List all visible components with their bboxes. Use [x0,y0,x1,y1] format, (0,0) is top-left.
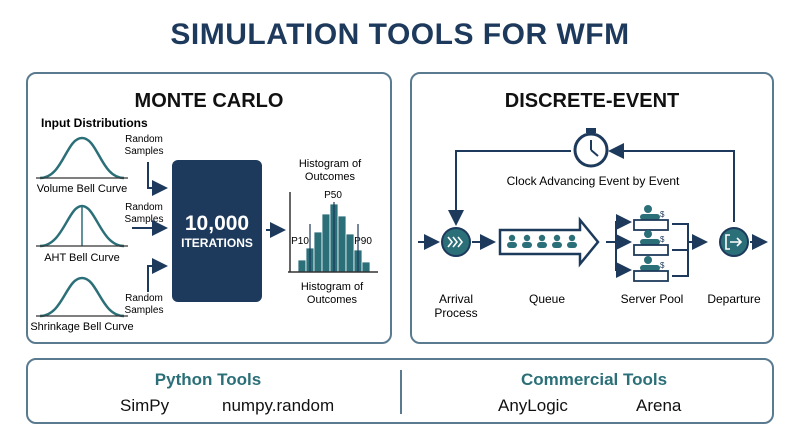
outcomes-label-line1: Histogram of [301,281,364,293]
server-2-icon: $ [633,230,669,256]
curve-label-shrinkage: Shrinkage Bell Curve [30,321,133,333]
page-title: SIMULATION TOOLS FOR WFM [170,18,630,51]
queue-arrow-shape [498,216,600,268]
stage-arrival-line2: Process [434,306,477,320]
arrow-server-2-to-departure [672,234,708,251]
arrow-shrinkage-to-iterations [147,258,168,292]
histogram-p10-label: P10 [291,236,309,247]
outcomes-label-line2: Outcomes [307,294,358,306]
monte-carlo-diagram: Input Distributions Volume Bell Curve AH… [30,116,378,333]
arrow-server-1-to-departure [672,223,689,242]
random-samples-label-1b: Samples [125,146,164,157]
shrinkage-bell-curve-icon [39,276,125,318]
python-tools-title: Python Tools [154,370,262,389]
monte-carlo-title: MONTE CARLO [134,90,284,112]
random-samples-label-2a: Random [125,202,163,213]
svg-text:$: $ [660,261,665,270]
random-samples-label-1a: Random [125,134,163,145]
svg-text:$: $ [660,210,665,219]
loop-arrow-to-clock [608,143,735,222]
histogram-p90-label: P90 [354,236,372,247]
server-3-icon: $ [633,256,669,282]
monte-carlo-panel: MONTE CARLO Input Distributions Volume B… [26,72,392,344]
iterations-count: 10,000 [185,212,249,235]
random-samples-label-2b: Samples [125,214,164,225]
input-distributions-label: Input Distributions [41,116,148,130]
server-desk-icons: $ $ $ [633,205,669,282]
tool-simpy: SimPy [120,396,170,415]
random-samples-label-3b: Samples [125,305,164,316]
arrow-queue-to-server-3 [615,242,632,278]
histogram-title-line1: Histogram of [299,158,362,170]
aht-bell-curve-icon [39,204,125,248]
loop-arrow-from-clock [448,150,571,226]
arrow-volume-to-iterations [147,162,168,196]
histogram-bar [313,231,323,273]
departure-icon [719,227,749,257]
arrow-server-3-to-departure [672,250,689,277]
stage-queue: Queue [529,292,565,306]
histogram-p50-label: P50 [324,190,342,201]
stage-arrival-line1: Arrival [439,292,473,306]
discrete-event-diagram: Clock Advancing Event by Event [418,128,768,320]
curve-label-volume: Volume Bell Curve [37,183,128,195]
stage-departure: Departure [707,292,761,306]
server-1-icon: $ [633,205,669,231]
svg-text:$: $ [660,235,665,244]
commercial-tools-title: Commercial Tools [520,370,668,389]
iterations-label: ITERATIONS [181,236,253,250]
random-samples-label-3a: Random [125,293,163,304]
histogram-bar [297,259,307,273]
arrival-process-icon [441,227,471,257]
stopwatch-icon [573,128,609,168]
discrete-event-panel: DISCRETE-EVENT Clock Advancing Event by … [410,72,774,344]
tools-panel: Python Tools SimPy numpy.random Commerci… [26,358,774,424]
arrow-queue-to-server-1 [606,214,632,243]
tool-anylogic: AnyLogic [498,396,568,415]
histogram-bar [337,215,347,273]
volume-bell-curve-icon [39,136,125,180]
iterations-box [172,160,262,302]
histogram-bar [345,233,355,273]
histogram-title-line2: Outcomes [305,171,356,183]
discrete-event-title: DISCRETE-EVENT [504,90,680,112]
stage-server-pool: Server Pool [621,292,684,306]
clock-label: Clock Advancing Event by Event [507,174,680,188]
tool-numpy-random: numpy.random [222,396,335,415]
queue-people-icons [507,234,577,248]
histogram-bar [361,261,371,273]
tool-arena: Arena [636,396,682,415]
curve-label-aht: AHT Bell Curve [44,252,120,264]
tools-divider [400,370,402,414]
histogram-bar [321,213,331,273]
